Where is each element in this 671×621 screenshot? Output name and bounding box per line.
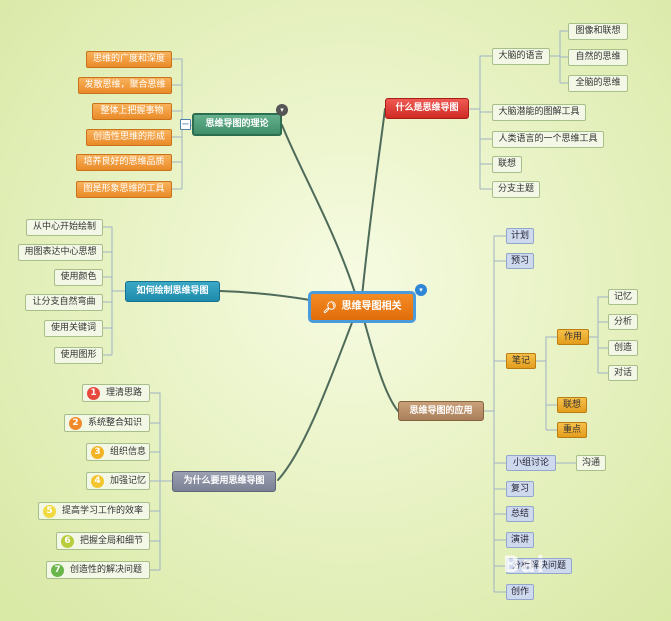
node-why-5[interactable]: 5 提高学习工作的效率 — [38, 502, 150, 520]
node-why-2[interactable]: 2 系统整合知识 — [64, 414, 150, 432]
topic-theory[interactable]: 思维导图的理论 — [192, 113, 282, 136]
node-how-2[interactable]: 用图表达中心思想 — [18, 244, 103, 261]
number-badge: 3 — [91, 445, 104, 459]
number-badge: 4 — [91, 474, 104, 488]
node-sub-branch[interactable]: 分支主题 — [492, 181, 540, 198]
branch-apply — [363, 319, 399, 412]
number-badge: 7 — [51, 563, 64, 577]
node-human-language-tool[interactable]: 人类语言的一个思维工具 — [492, 131, 604, 148]
node-natural-thinking[interactable]: 自然的思维 — [568, 49, 628, 66]
collapse-badge-center[interactable]: ▾ — [415, 284, 427, 296]
node-theory-3[interactable]: 整体上把握事物 — [92, 103, 172, 120]
node-why-1-label: 理清思路 — [106, 387, 143, 398]
branch-theory — [281, 124, 357, 297]
node-review[interactable]: 复习 — [506, 481, 534, 497]
node-how-1[interactable]: 从中心开始绘制 — [26, 219, 103, 236]
node-group-discussion[interactable]: 小组讨论 — [506, 455, 556, 471]
node-theory-4[interactable]: 创造性思维的形成 — [86, 129, 172, 146]
branch-how — [219, 290, 311, 301]
node-notes-use[interactable]: 作用 — [557, 329, 589, 345]
node-why-5-label: 提高学习工作的效率 — [62, 505, 144, 516]
number-badge: 2 — [69, 416, 82, 430]
node-whole-brain[interactable]: 全脑的思维 — [568, 75, 628, 92]
topic-apply-label: 思维导图的应用 — [409, 405, 473, 416]
node-preview[interactable]: 预习 — [506, 253, 534, 269]
node-memory[interactable]: 记忆 — [608, 289, 638, 305]
central-topic-label: 思维导图相关 — [341, 301, 402, 312]
topic-why-label: 为什么要用思维导图 — [183, 476, 265, 486]
node-speech[interactable]: 演讲 — [506, 532, 534, 548]
node-creation[interactable]: 创作 — [506, 584, 534, 600]
node-why-6[interactable]: 6 把握全局和细节 — [56, 532, 150, 550]
branch-what — [361, 108, 386, 297]
number-badge: 1 — [87, 386, 100, 400]
node-how-3[interactable]: 使用颜色 — [54, 269, 103, 286]
topic-why[interactable]: 为什么要用思维导图 — [172, 471, 276, 492]
node-communication[interactable]: 沟通 — [576, 455, 606, 471]
topic-what-label: 什么是思维导图 — [395, 103, 459, 113]
node-theory-2[interactable]: 发散思维，聚合思维 — [78, 77, 172, 94]
node-why-6-label: 把握全局和细节 — [80, 535, 144, 546]
node-analyze[interactable]: 分析 — [608, 314, 638, 330]
topic-what[interactable]: 什么是思维导图 — [385, 98, 469, 119]
node-why-3[interactable]: 3 组织信息 — [86, 443, 150, 461]
node-notes[interactable]: 笔记 — [506, 353, 536, 369]
node-notes-association[interactable]: 联想 — [557, 397, 587, 413]
node-image-association[interactable]: 图像和联想 — [568, 23, 628, 40]
topic-apply[interactable]: 思维导图的应用 — [398, 401, 484, 421]
node-how-5[interactable]: 使用关键词 — [44, 320, 103, 337]
node-notes-key[interactable]: 重点 — [557, 422, 587, 438]
collapse-badge-theory[interactable]: ▾ — [276, 104, 288, 116]
number-badge: 5 — [43, 504, 56, 518]
branch-why — [277, 319, 354, 481]
node-dialogue[interactable]: 对话 — [608, 365, 638, 381]
node-why-2-label: 系统整合知识 — [88, 417, 143, 428]
pin-icon: 🔎︎ — [322, 300, 337, 314]
topic-how-label: 如何绘制思维导图 — [136, 286, 209, 296]
node-brain-language[interactable]: 大脑的语言 — [492, 48, 550, 65]
node-why-1[interactable]: 1 理清思路 — [82, 384, 150, 402]
node-why-7[interactable]: 7 创造性的解决问题 — [46, 561, 150, 579]
node-how-6[interactable]: 使用图形 — [54, 347, 103, 364]
watermark-logo: Bai — [503, 553, 546, 578]
number-badge: 6 — [61, 534, 74, 548]
node-theory-5[interactable]: 培养良好的思维品质 — [76, 154, 172, 171]
node-theory-1[interactable]: 思维的广度和深度 — [86, 51, 172, 68]
node-why-7-label: 创造性的解决问题 — [70, 564, 143, 575]
node-why-4[interactable]: 4 加强记忆 — [86, 472, 150, 490]
central-topic[interactable]: 🔎︎ 思维导图相关 — [308, 291, 416, 323]
topic-how[interactable]: 如何绘制思维导图 — [125, 281, 220, 302]
node-theory-6[interactable]: 图是形象思维的工具 — [76, 181, 172, 198]
node-why-4-label: 加强记忆 — [110, 475, 147, 486]
node-plan[interactable]: 计划 — [506, 228, 534, 244]
node-create-sub[interactable]: 创造 — [608, 340, 638, 356]
node-brain-potential-tool[interactable]: 大脑潜能的图解工具 — [492, 104, 586, 121]
node-problem-solving[interactable]: 分析解决问题 — [506, 558, 572, 574]
node-association[interactable]: 联想 — [492, 156, 522, 173]
minus-badge-theory[interactable]: − — [180, 119, 191, 130]
node-how-4[interactable]: 让分支自然弯曲 — [25, 294, 103, 311]
topic-theory-label: 思维导图的理论 — [205, 119, 269, 129]
node-why-3-label: 组织信息 — [110, 446, 147, 457]
node-summary[interactable]: 总结 — [506, 506, 534, 522]
